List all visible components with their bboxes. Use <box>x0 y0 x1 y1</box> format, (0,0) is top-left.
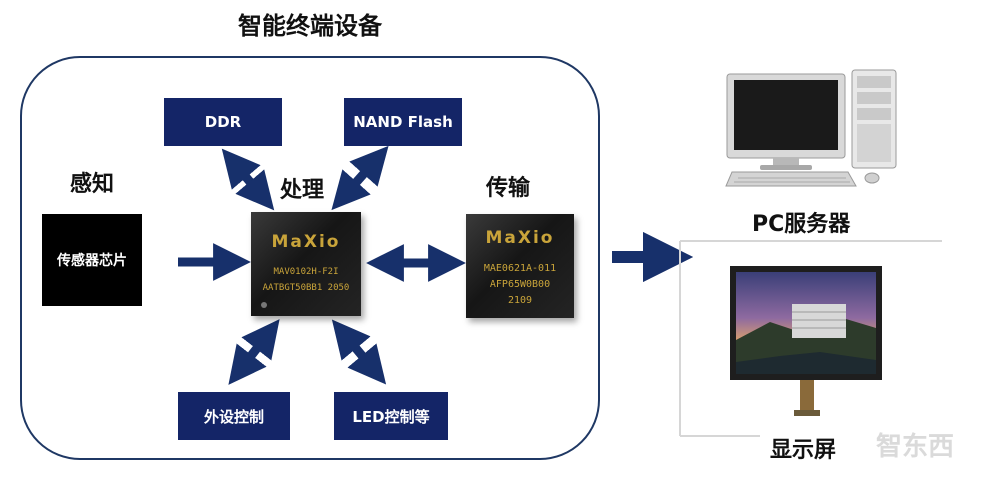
transmission-chip-code: AFP65W0B00 <box>489 279 551 290</box>
label-process: 处理 <box>280 178 325 203</box>
nand-flash-box: NAND Flash <box>344 98 462 146</box>
processor-chip: MaXio MAV0102H-F2I AATBGT50BB1 2050 <box>251 212 361 316</box>
transmission-chip-logo: MaXio <box>485 228 555 248</box>
device-container <box>20 56 600 460</box>
processor-chip-logo: MaXio <box>271 232 341 252</box>
led-control-box: LED控制等 <box>334 392 448 440</box>
label-sense: 感知 <box>70 172 115 197</box>
peripheral-control-box: 外设控制 <box>178 392 290 440</box>
processor-chip-pin1-dot <box>261 302 267 308</box>
processor-chip-model: MAV0102H-F2I <box>273 267 339 277</box>
transmission-chip-date: 2109 <box>507 295 533 306</box>
transmission-chip-model: MAE0621A-011 <box>483 263 557 274</box>
diagram-title: 智能终端设备 <box>238 12 382 40</box>
label-transmit: 传输 <box>486 176 531 201</box>
arrow-processor-led <box>331 319 387 385</box>
arrow-nand-processor <box>331 145 389 211</box>
transmission-chip: MaXio MAE0621A-011 AFP65W0B00 2109 <box>466 214 574 318</box>
arrow-processor-peripheral <box>228 319 280 385</box>
pc-server-label: PC服务器 <box>752 212 851 237</box>
processor-chip-code: AATBGT50BB1 2050 <box>262 283 350 293</box>
display-label: 显示屏 <box>770 438 837 463</box>
arrow-ddr-processor <box>221 148 275 211</box>
sensor-chip-box: 传感器芯片 <box>42 214 142 306</box>
watermark-logo: 智东西 <box>876 432 955 462</box>
ddr-box: DDR <box>164 98 282 146</box>
